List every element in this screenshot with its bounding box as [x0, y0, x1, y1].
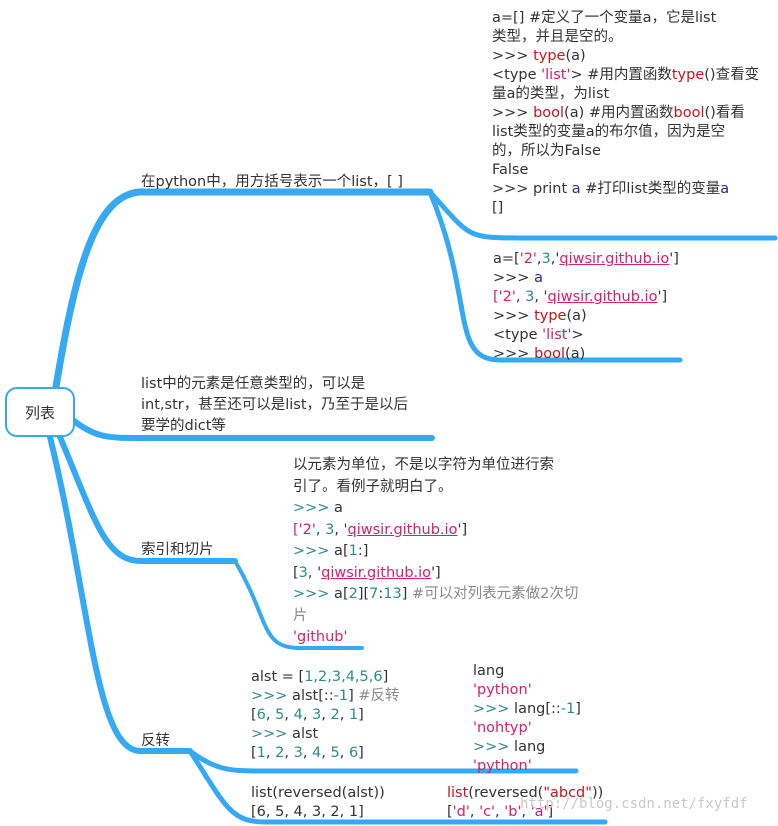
note7-line: list(reversed("abcd")) — [447, 785, 604, 801]
connector-root-b1 — [51, 188, 434, 397]
branch-4-label: 反转 — [141, 733, 170, 749]
note3-line: >>> a — [293, 500, 343, 516]
note1-line: a=[] #定义了一个变量a，它是list — [492, 10, 717, 26]
note6-line: [6, 5, 4, 3, 2, 1] — [251, 804, 364, 820]
note1-line: False — [492, 162, 529, 178]
note3-line: [3, 'qiwsir.github.io'] — [293, 564, 441, 581]
note1-line: <type 'list'> #用内置函数type()查看变 — [492, 67, 760, 83]
note1-line: >>> type(a) — [492, 48, 586, 64]
note-reverse-string: lang 'python' >>> lang[::-1] 'nohtyp' >>… — [473, 662, 581, 776]
note7-line: ['d', 'c', 'b', 'a'] — [447, 804, 554, 820]
connector-b4-n6 — [187, 748, 608, 825]
note5-line: 'python' — [473, 758, 532, 774]
note1-line: 量a的类型，为list — [492, 86, 610, 102]
connector-b3-n3 — [233, 559, 364, 650]
connector-root-b4 — [47, 434, 193, 754]
note5-line: lang — [473, 663, 505, 679]
note5-line: >>> lang[::-1] — [473, 701, 581, 717]
branch-2-line-2: int,str，甚至还可以是list，乃至于是以后 — [141, 397, 409, 413]
watermark: http://blog.csdn.net/fxyfdf — [520, 796, 748, 812]
branch-reverse[interactable]: 反转 — [141, 732, 170, 751]
note2-line: a=['2',3,'qiwsir.github.io'] — [493, 251, 679, 267]
note-index-slice: 以元素为单位，不是以字符为单位进行索 引了。看例子就明白了。 >>> a ['2… — [293, 455, 578, 649]
connector-b1-n2 — [427, 189, 683, 363]
connector-root-b3 — [57, 434, 238, 564]
note5-line: 'python' — [473, 682, 532, 698]
note4-line: [6, 5, 4, 3, 2, 1] — [251, 707, 364, 723]
note5-line: >>> lang — [473, 739, 546, 755]
connector-b1-n1 — [427, 189, 778, 241]
branch-1-label: 在python中，用方括号表示一个list，[ ] — [141, 174, 403, 190]
note6-line: list(reversed(alst)) — [251, 785, 385, 801]
note-reversed-string: list(reversed("abcd")) ['d', 'c', 'b', '… — [447, 784, 603, 822]
note2-line: ['2', 3, 'qiwsir.github.io'] — [493, 289, 668, 305]
note3-line: ['2', 3, 'qiwsir.github.io'] — [293, 521, 468, 538]
note-list-example: a=['2',3,'qiwsir.github.io'] >>> a ['2',… — [493, 250, 679, 364]
note4-line: alst = [1,2,3,4,5,6] — [251, 669, 389, 685]
note2-line: <type 'list'> — [493, 327, 584, 343]
note1-line: list类型的变量a的布尔值，因为是空 — [492, 124, 726, 140]
note1-line: >>> bool(a) #用内置函数bool()看看 — [492, 105, 745, 121]
branch-3-label: 索引和切片 — [141, 542, 214, 558]
note3-line: 'github' — [293, 629, 348, 645]
branch-2-line-3: 要学的dict等 — [141, 418, 226, 434]
connector-b4-n4 — [187, 748, 579, 774]
note3-line: >>> a[1:] — [293, 543, 369, 559]
note-reverse-list: alst = [1,2,3,4,5,6] >>> alst[::-1] #反转 … — [251, 668, 400, 763]
branch-list-brackets[interactable]: 在python中，用方括号表示一个list，[ ] — [141, 173, 403, 192]
note1-line: [] — [492, 200, 504, 216]
branch-2-line-1: list中的元素是任意类型的，可以是 — [141, 376, 366, 392]
note2-line: >>> bool(a) — [493, 346, 586, 362]
note3-line: 以元素为单位，不是以字符为单位进行索 — [293, 457, 554, 473]
branch-element-types[interactable]: list中的元素是任意类型的，可以是 int,str，甚至还可以是list，乃至… — [141, 374, 408, 437]
note3-line: 引了。看例子就明白了。 — [293, 478, 453, 495]
note1-line: 的，所以为False — [492, 143, 601, 159]
note4-line: [1, 2, 3, 4, 5, 6] — [251, 745, 364, 761]
branch-index-slice[interactable]: 索引和切片 — [141, 541, 214, 560]
note2-line: >>> a — [493, 270, 543, 286]
note4-line: >>> alst — [251, 726, 319, 742]
note-empty-list: a=[] #定义了一个变量a，它是list 类型，并且是空的。 >>> type… — [492, 9, 759, 218]
note5-line: 'nohtyp' — [473, 720, 532, 736]
note2-line: >>> type(a) — [493, 308, 587, 324]
note4-line: >>> alst[::-1] #反转 — [251, 688, 400, 704]
connector-root-b2 — [70, 417, 435, 441]
note3-line: >>> a[2][7:13] #可以对列表元素做2次切 — [293, 586, 579, 602]
root-label: 列表 — [24, 403, 55, 422]
note1-line: >>> print a #打印list类型的变量a — [492, 181, 730, 197]
note3-line: 片 — [293, 607, 308, 624]
note1-line: 类型，并且是空的。 — [492, 29, 623, 45]
note-reversed-func: list(reversed(alst)) [6, 5, 4, 3, 2, 1] — [251, 784, 385, 822]
root-node-list[interactable]: 列表 — [5, 387, 75, 437]
